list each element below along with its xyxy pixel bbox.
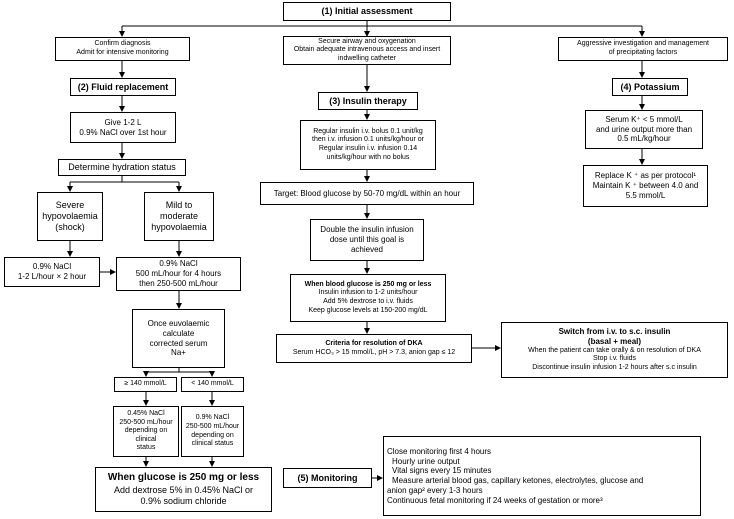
monitoring-line-4: Measure arterial blood gas, capillary ke… (392, 476, 644, 485)
insulin-glucose-line-2: Add 5% dextrose to i.v. fluids (323, 298, 413, 305)
serum-k-line-3: 0.5 mL/kg/hour (617, 134, 671, 144)
switch-title-line-1: Switch from i.v. to s.c. insulin (558, 327, 671, 337)
airway-line-2: Obtain adequate intravenous access and i… (293, 46, 441, 54)
give-fluid-box: Give 1-2 L 0.9% NaCl over 1st hour (70, 112, 176, 143)
regular-line-1: Regular insulin i.v. bolus 0.1 unit/kg (313, 127, 423, 135)
glucose-fluid-box: When glucose is 250 mg or less Add dextr… (95, 467, 272, 512)
criteria-line: Serum HCO₃ > 15 mmol/L, pH > 7.3, anion … (292, 348, 456, 356)
glucose-fluid-title: When glucose is 250 mg or less (107, 472, 260, 484)
high-na-fluid-line-2: 250-500 mL/hour (119, 418, 173, 426)
monitoring-line-6: Continuous fetal monitoring if 24 weeks … (387, 495, 603, 505)
monitoring-line-5: anion gap² every 1-3 hours (387, 485, 483, 495)
serum-k-line-1: Serum K⁺ < 5 mmol/L (605, 114, 683, 124)
switch-line-1: When the patient can take orally & on re… (528, 346, 701, 354)
glucose-fluid-line-2: 0.9% sodium chloride (140, 495, 227, 506)
low-na-fluid-line-2: 250-500 mL/hour (185, 422, 240, 430)
low-sodium-fluid-box: 0.9% NaCl 250-500 mL/hour depending on c… (181, 406, 244, 457)
severe-line-1: Severe (55, 200, 85, 211)
airway-box: Secure airway and oxygenation Obtain ade… (283, 36, 451, 65)
regular-line-3: Regular insulin i.v. infusion 0.14 (318, 145, 418, 152)
mild-fluid-line-3: then 250-500 mL/hour (139, 278, 218, 288)
hydration-status-box: Determine hydration status (58, 159, 186, 176)
investigate-line-1: Aggressive investigation and management (577, 40, 709, 48)
mild-fluid-line-2: 500 mL/hour for 4 hours (135, 269, 222, 279)
euvolaemic-box: Once euvolaemic calculate corrected seru… (132, 309, 225, 368)
glucose-fluid-line-1: Add dextrose 5% in 0.45% NaCl or (113, 484, 254, 495)
mild-fluid-line-1: 0.9% NaCl (159, 259, 198, 269)
high-na-fluid-line-1: 0.45% NaCl (127, 410, 165, 418)
confirm-line-2: Admit for intensive monitoring (76, 49, 169, 56)
dka-resolution-criteria-box: Criteria for resolution of DKA Serum HCO… (276, 334, 472, 363)
airway-line-3: indwelling catheter (338, 54, 396, 62)
replace-k-line-2: Maintain K ⁺ between 4.0 and (592, 181, 699, 191)
switch-line-2: Stop i.v. fluids (592, 355, 637, 363)
low-sodium-box: < 140 mmol/L (181, 377, 244, 392)
serum-potassium-box: Serum K⁺ < 5 mmol/L and urine output mor… (585, 110, 703, 149)
mild-fluid-box: 0.9% NaCl 500 mL/hour for 4 hours then 2… (116, 257, 241, 291)
euvolaemic-line-1: Once euvolaemic (147, 319, 210, 328)
insulin-glucose-line-3: Keep glucose levels at 150-200 mg/dL (308, 306, 428, 314)
severe-line-2: hypovolaemia (42, 211, 98, 222)
monitoring-box: Close monitoring first 4 hours Hourly ur… (383, 436, 701, 516)
regular-insulin-box: Regular insulin i.v. bolus 0.1 unit/kg t… (300, 120, 436, 170)
give-line-2: 0.9% NaCl over 1st hour (79, 127, 167, 137)
precipitating-factors-box: Aggressive investigation and management … (558, 37, 728, 61)
mild-line-2: moderate (159, 211, 199, 222)
monitoring-line-1: Close monitoring first 4 hours (387, 446, 492, 456)
euvolaemic-line-2: calculate (162, 328, 195, 338)
investigate-line-2: of precipitating factors (608, 49, 678, 56)
insulin-glucose-title: When blood glucose is 250 mg or less (304, 280, 432, 288)
euvolaemic-line-3: corrected serum (149, 338, 208, 348)
fluid-replacement-header: (2) Fluid replacement (70, 78, 176, 96)
confirm-line-1: Confirm diagnosis (94, 40, 151, 48)
severe-line-3: (shock) (55, 221, 85, 232)
confirm-diagnosis-box: Confirm diagnosis Admit for intensive mo… (55, 37, 190, 61)
switch-title-line-2: (basal + meal) (587, 337, 642, 347)
replace-potassium-box: Replace K ⁺ as per protocol¹ Maintain K … (583, 165, 708, 207)
initial-assessment-box: (1) Initial assessment (283, 2, 451, 21)
give-line-1: Give 1-2 L (104, 117, 142, 127)
mild-line-1: Mild to (165, 200, 193, 211)
shock-fluid-box: 0.9% NaCl 1-2 L/hour × 2 hour (4, 257, 100, 287)
monitoring-line-2: Hourly urine output (392, 456, 460, 466)
monitoring-header: (5) Monitoring (283, 468, 372, 488)
double-line-1: Double the insulin infusion (320, 225, 414, 235)
replace-k-line-3: 5.5 mmol/L (625, 190, 666, 200)
high-na-fluid-line-3: depending on clinical (124, 427, 168, 443)
mild-hypovolaemia-box: Mild to moderate hypovolaemia (144, 192, 214, 241)
shock-fluid-line-2: 1-2 L/hour × 2 hour (17, 272, 87, 281)
insulin-therapy-header: (3) Insulin therapy (318, 92, 418, 110)
high-sodium-fluid-box: 0.45% NaCl 250-500 mL/hour depending on … (113, 406, 179, 457)
low-na-fluid-line-4: clinical status (191, 440, 234, 448)
switch-line-3: Discontinue insulin infusion 1-2 hours a… (532, 364, 697, 372)
double-line-2: dose until this goal is (329, 235, 405, 245)
low-na-fluid-line-1: 0.9% NaCl (195, 414, 230, 422)
criteria-title: Criteria for resolution of DKA (325, 339, 423, 347)
insulin-glucose-line-1: Insulin infusion to 1-2 units/hour (318, 289, 418, 297)
replace-k-line-1: Replace K ⁺ as per protocol¹ (594, 171, 697, 181)
potassium-header: (4) Potassium (612, 78, 688, 96)
airway-line-1: Secure airway and oxygenation (318, 37, 416, 45)
severe-hypovolaemia-box: Severe hypovolaemia (shock) (37, 192, 103, 241)
mild-line-3: hypovolaemia (151, 221, 207, 232)
euvolaemic-line-4: Na+ (171, 348, 186, 358)
shock-fluid-line-1: 0.9% NaCl (32, 262, 72, 272)
regular-line-2: then i.v. infusion 0.1 units/kg/hour or (312, 136, 424, 144)
high-na-fluid-line-4: status (136, 444, 156, 452)
low-na-fluid-line-3: depending on (191, 431, 234, 439)
monitoring-line-3: Vital signs every 15 minutes (392, 466, 492, 476)
insulin-glucose-box: When blood glucose is 250 mg or less Ins… (290, 274, 446, 322)
regular-line-4: units/kg/hour with no bolus (326, 153, 410, 161)
double-infusion-box: Double the insulin infusion dose until t… (310, 219, 424, 261)
target-glucose-box: Target: Blood glucose by 50-70 mg/dL wit… (260, 182, 474, 205)
high-sodium-box: ≥ 140 mmol/L (114, 377, 177, 392)
serum-k-line-2: and urine output more than (595, 124, 693, 134)
double-line-3: achieved (350, 244, 384, 254)
switch-insulin-box: Switch from i.v. to s.c. insulin (basal … (501, 322, 728, 378)
